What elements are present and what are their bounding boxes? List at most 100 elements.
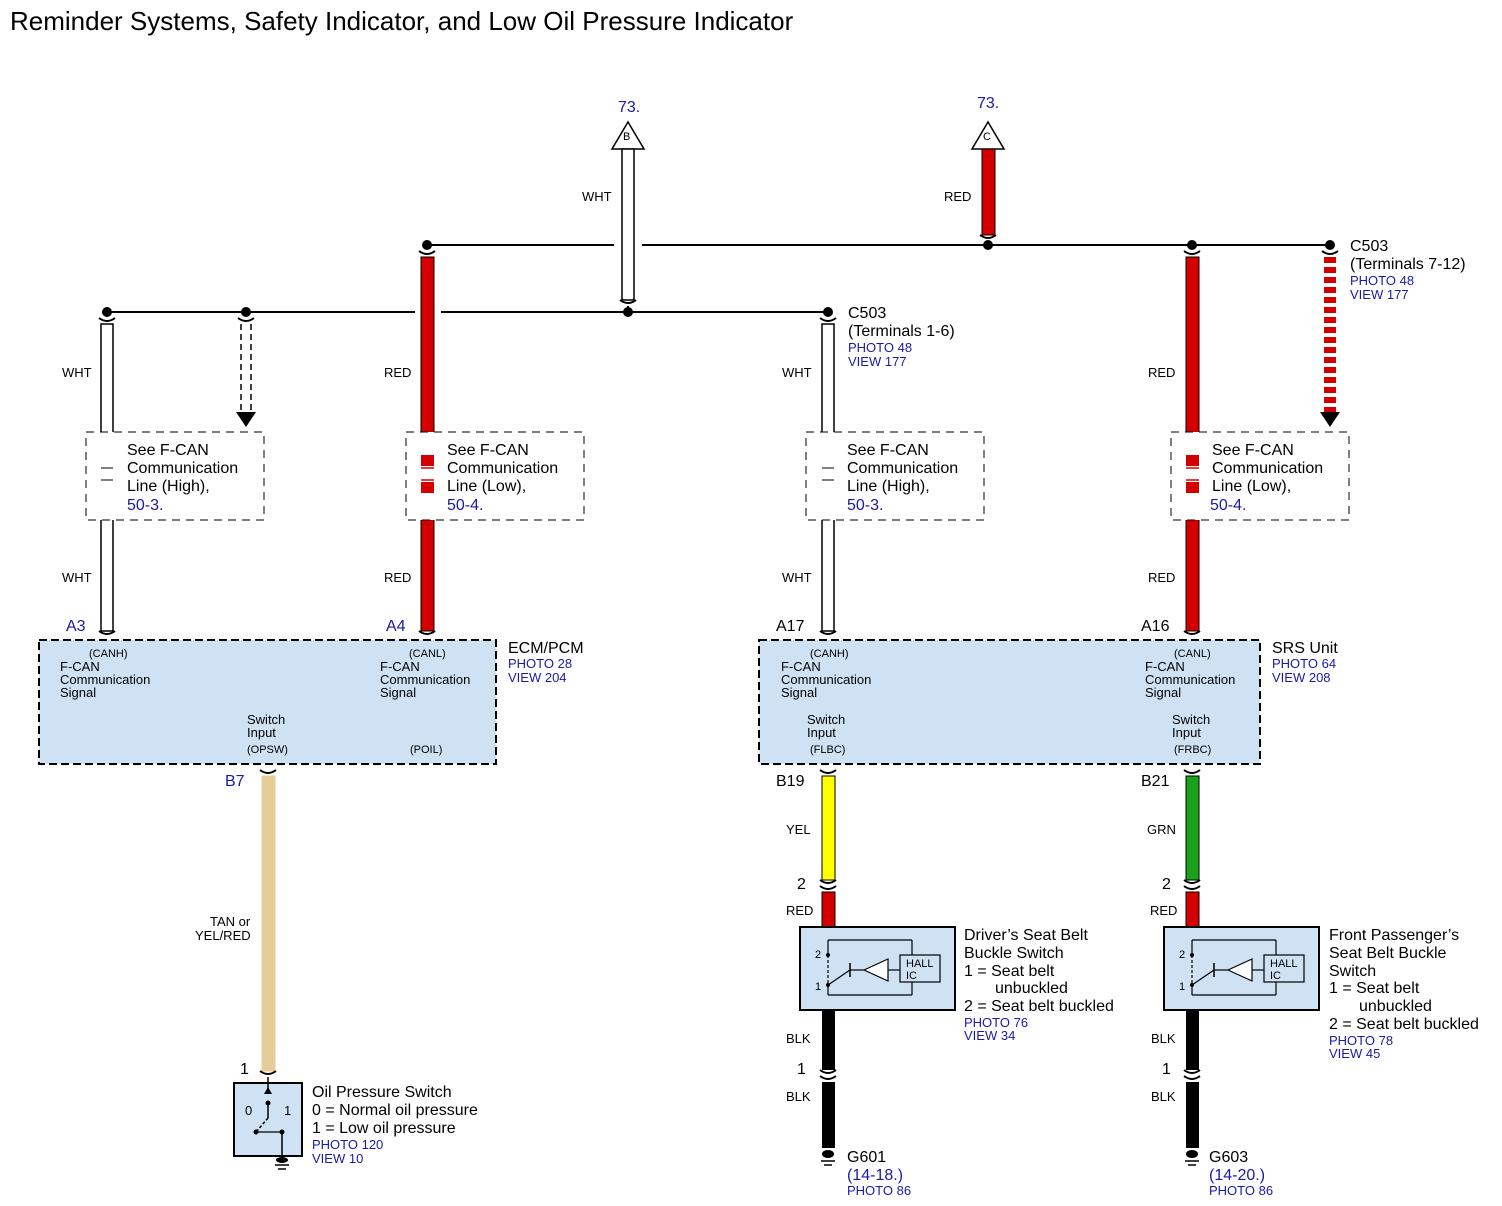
c503-a-photo-link[interactable]: PHOTO 48: [848, 340, 912, 355]
svg-text:1 = Seat belt: 1 = Seat belt: [1329, 980, 1420, 997]
ecm-photo-link[interactable]: PHOTO 28: [508, 656, 572, 671]
svg-text:Communication: Communication: [1212, 460, 1323, 477]
ground-g601-photo[interactable]: PHOTO 86: [847, 1183, 911, 1198]
svg-text:(CANH): (CANH): [810, 648, 849, 660]
driver-switch-photo-link[interactable]: PHOTO 76: [964, 1015, 1028, 1030]
svg-text:Communication: Communication: [60, 672, 150, 687]
svg-text:Communication: Communication: [127, 460, 238, 477]
svg-text:Line (High),: Line (High),: [847, 478, 930, 495]
svg-text:Oil Pressure Switch: Oil Pressure Switch: [312, 1084, 452, 1101]
svg-text:Line (Low),: Line (Low),: [447, 478, 526, 495]
svg-text:RED: RED: [1148, 365, 1175, 380]
ecm-pcm-unit[interactable]: A3 A4 (CANH) F-CAN Communication Signal …: [38, 618, 584, 765]
svg-text:YEL: YEL: [786, 822, 811, 837]
oil-switch-photo-link[interactable]: PHOTO 120: [312, 1137, 383, 1152]
svg-text:C503: C503: [1350, 238, 1388, 255]
svg-text:2 = Seat belt buckled: 2 = Seat belt buckled: [1329, 1016, 1479, 1033]
wire-driver-ground-blk: BLK 1 BLK G601 (14-18.) PHOTO 86: [786, 1010, 911, 1198]
ground-g603-ref[interactable]: (14-20.): [1209, 1167, 1265, 1184]
svg-text:Communication: Communication: [1145, 672, 1235, 687]
passenger-seat-belt-switch[interactable]: HALL IC 2 1 Front Passenger’s Seat Belt …: [1163, 926, 1479, 1061]
svg-text:1 = Seat belt: 1 = Seat belt: [964, 963, 1055, 980]
pin-a17: A17: [776, 618, 805, 635]
svg-text:(FRBC): (FRBC): [1174, 744, 1211, 756]
svg-text:YEL/RED: YEL/RED: [195, 928, 251, 943]
svg-text:Switch: Switch: [1329, 963, 1376, 980]
ref-box-2[interactable]: See F-CAN Communication Line (Low), 50-4…: [405, 431, 585, 521]
svg-text:0: 0: [245, 1103, 252, 1118]
srs-unit[interactable]: A17 A16 (CANH) F-CAN Communication Signa…: [758, 618, 1338, 765]
svg-text:RED: RED: [786, 903, 813, 918]
srs-view-link[interactable]: VIEW 208: [1272, 670, 1331, 685]
c503-a-view-link[interactable]: VIEW 177: [848, 354, 907, 369]
ground-g601-ref[interactable]: (14-18.): [847, 1167, 903, 1184]
ref-link-50-3-b[interactable]: 50-3.: [847, 497, 883, 514]
passenger-switch-view-link[interactable]: VIEW 45: [1329, 1046, 1380, 1061]
ref-box-4[interactable]: See F-CAN Communication Line (Low), 50-4…: [1170, 431, 1350, 521]
connector-73-b[interactable]: 73. B WHT: [582, 99, 646, 312]
svg-text:(Terminals 1-6): (Terminals 1-6): [848, 323, 955, 340]
pin-a4: A4: [386, 618, 406, 635]
svg-text:1: 1: [1162, 1061, 1171, 1078]
wire-passenger-ground-blk: BLK 1 BLK G603 (14-20.) PHOTO 86: [1151, 1010, 1273, 1198]
svg-text:2: 2: [797, 876, 806, 893]
svg-text:Communication: Communication: [380, 672, 470, 687]
svg-text:See F-CAN: See F-CAN: [127, 442, 209, 459]
svg-text:1: 1: [1179, 981, 1185, 993]
svg-text:RED: RED: [384, 365, 411, 380]
connector-b-page[interactable]: 73.: [618, 99, 640, 116]
ground-g603: G603: [1209, 1149, 1248, 1166]
srs-photo-link[interactable]: PHOTO 64: [1272, 656, 1336, 671]
ecm-view-link[interactable]: VIEW 204: [508, 670, 567, 685]
c503-b-photo-link[interactable]: PHOTO 48: [1350, 273, 1414, 288]
ground-g603-photo[interactable]: PHOTO 86: [1209, 1183, 1273, 1198]
svg-text:unbuckled: unbuckled: [1359, 998, 1432, 1015]
svg-text:RED: RED: [1150, 903, 1177, 918]
wire-b19-yel: B19 YEL 2 RED: [776, 769, 837, 928]
svg-text:IC: IC: [1270, 970, 1281, 982]
svg-text:HALL: HALL: [1270, 958, 1298, 970]
wire-b21-grn: B21 GRN 2 RED: [1141, 769, 1201, 928]
svg-text:1 = Low oil pressure: 1 = Low oil pressure: [312, 1120, 456, 1137]
driver-switch-view-link[interactable]: VIEW 34: [964, 1028, 1015, 1043]
oil-switch-view-link[interactable]: VIEW 10: [312, 1151, 363, 1166]
oil-pressure-switch[interactable]: 0 1 Oil Pressure Switch 0 = Normal oil p…: [233, 1077, 478, 1170]
srs-name: SRS Unit: [1272, 640, 1338, 657]
svg-text:1: 1: [815, 981, 821, 993]
ref-link-50-4[interactable]: 50-4.: [447, 497, 483, 514]
connector-73-c[interactable]: 73. C RED: [944, 95, 1006, 239]
svg-text:Input: Input: [1172, 725, 1201, 740]
ref-box-1[interactable]: See F-CAN Communication Line (High), 50-…: [85, 431, 265, 521]
svg-text:Input: Input: [807, 725, 836, 740]
svg-text:unbuckled: unbuckled: [995, 980, 1068, 997]
pin-a16: A16: [1141, 618, 1170, 635]
svg-text:F-CAN: F-CAN: [781, 659, 821, 674]
ref-link-50-4-b[interactable]: 50-4.: [1210, 497, 1246, 514]
connector-c-page[interactable]: 73.: [977, 95, 999, 112]
svg-text:BLK: BLK: [786, 1031, 811, 1046]
svg-text:Signal: Signal: [380, 685, 416, 700]
wire-color-red-c: RED: [944, 189, 971, 204]
svg-text:(OPSW): (OPSW): [247, 744, 288, 756]
fcan-low-arrow-right: [1320, 250, 1340, 427]
svg-text:Signal: Signal: [60, 685, 96, 700]
ref-link-50-3[interactable]: 50-3.: [127, 497, 163, 514]
svg-text:TAN or: TAN or: [210, 914, 251, 929]
svg-text:F-CAN: F-CAN: [60, 659, 100, 674]
svg-text:See F-CAN: See F-CAN: [1212, 442, 1294, 459]
c503-b-view-link[interactable]: VIEW 177: [1350, 287, 1409, 302]
connector-c-letter: C: [983, 131, 991, 143]
svg-text:Communication: Communication: [781, 672, 871, 687]
ref-box-3[interactable]: See F-CAN Communication Line (High), 50-…: [805, 431, 985, 521]
svg-text:GRN: GRN: [1147, 822, 1176, 837]
wire-a4-red: RED RED: [384, 250, 436, 635]
svg-text:2 = Seat belt buckled: 2 = Seat belt buckled: [964, 998, 1114, 1015]
svg-text:Signal: Signal: [781, 685, 817, 700]
svg-text:Switch: Switch: [807, 712, 845, 727]
svg-text:C503: C503: [848, 305, 886, 322]
fcan-high-arrow-left: [236, 317, 256, 427]
passenger-switch-photo-link[interactable]: PHOTO 78: [1329, 1033, 1393, 1048]
svg-text:1: 1: [284, 1103, 291, 1118]
driver-seat-belt-switch[interactable]: HALL IC 2 1 Driver’s Seat Belt Buckle Sw…: [799, 926, 1114, 1043]
